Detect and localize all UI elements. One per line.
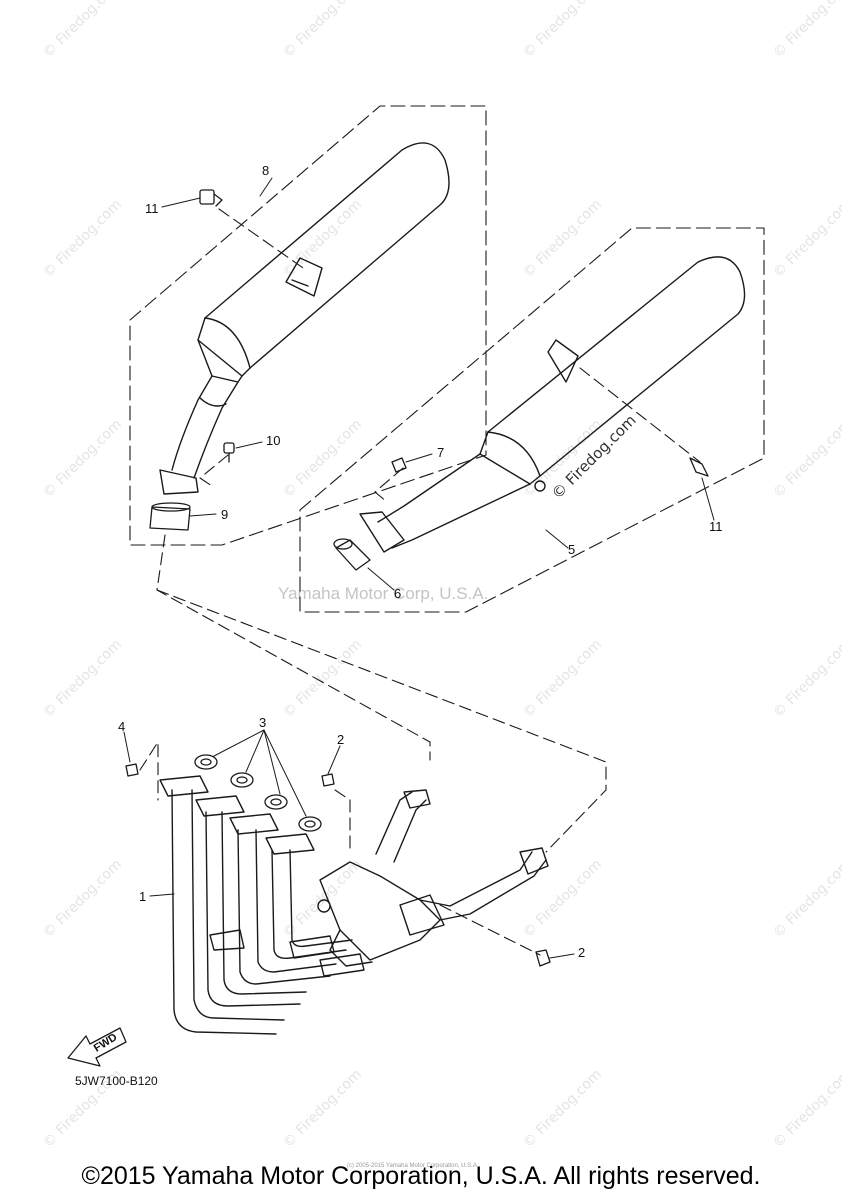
muffler-8: [159, 142, 450, 495]
bolt-4: [125, 763, 139, 777]
callout-9: 9: [221, 507, 229, 522]
bolt-2-lower: [535, 949, 551, 967]
center-watermark: Yamaha Motor Corp, U.S.A.: [278, 584, 489, 603]
bolt-11-upper: [199, 189, 223, 207]
connection-lines: [139, 208, 701, 956]
fwd-arrow-icon: [67, 1027, 127, 1067]
muffler-5: [359, 256, 746, 553]
exhaust-header-1: [159, 775, 549, 1035]
leader-lines: [123, 177, 715, 959]
copyright-notice: ©2015 Yamaha Motor Corporation, U.S.A. A…: [81, 1162, 761, 1190]
callout-4: 4: [118, 719, 126, 734]
gasket-6: [333, 538, 371, 571]
muffler-8-boundary: [129, 105, 487, 546]
bolt-7: [391, 457, 407, 473]
bolt-2-upper: [321, 773, 335, 787]
tiny-print: (c) 2005-2015 Yamaha Motor Corporation, …: [347, 1163, 479, 1169]
bolt-11-right: [689, 457, 709, 477]
callout-6: 6: [394, 586, 402, 601]
callout-11-upper: 11: [145, 201, 159, 216]
callout-7: 7: [437, 445, 445, 460]
gasket-9: [149, 502, 191, 531]
bolt-10: [223, 442, 235, 463]
callout-2-upper: 2: [337, 732, 345, 747]
callout-8: 8: [262, 163, 270, 178]
callout-2-lower: 2: [578, 945, 586, 960]
callout-3: 3: [259, 715, 267, 730]
callout-10: 10: [266, 433, 281, 448]
gaskets-3: [194, 754, 322, 832]
callout-1: 1: [139, 889, 147, 904]
muffler-5-boundary: [299, 227, 765, 613]
callout-5: 5: [568, 542, 576, 557]
diagram-code: 5JW7100-B120: [75, 1074, 158, 1088]
callout-11-right: 11: [709, 519, 723, 534]
